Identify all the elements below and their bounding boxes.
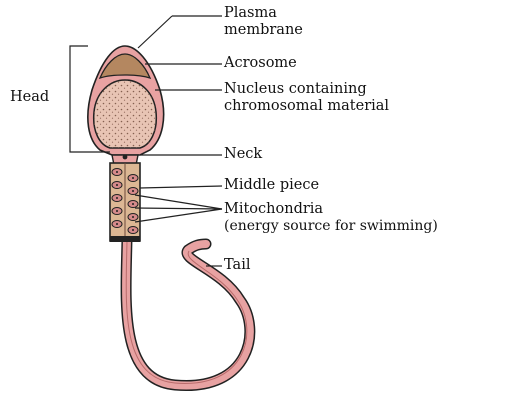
nucleus-label-line1: Nucleus containing <box>224 81 389 98</box>
middle-piece-label: Middle piece <box>224 177 319 194</box>
plasma-membrane-label-line2: membrane <box>224 22 303 39</box>
head <box>88 46 164 155</box>
mitochondria-label: Mitochondria (energy source for swimming… <box>224 201 438 235</box>
mitochondria-label-line2: (energy source for swimming) <box>224 218 438 235</box>
head-label: Head <box>10 89 49 106</box>
plasma-membrane-label-line1: Plasma <box>224 5 303 22</box>
mitochondria-label-line1: Mitochondria <box>224 201 438 218</box>
neck-label: Neck <box>224 146 262 163</box>
nucleus-label-line2: chromosomal material <box>224 98 389 115</box>
acrosome-label: Acrosome <box>224 55 297 72</box>
plasma-membrane-label: Plasma membrane <box>224 5 303 39</box>
tail-label: Tail <box>224 257 250 274</box>
nucleus-label: Nucleus containing chromosomal material <box>224 81 389 115</box>
